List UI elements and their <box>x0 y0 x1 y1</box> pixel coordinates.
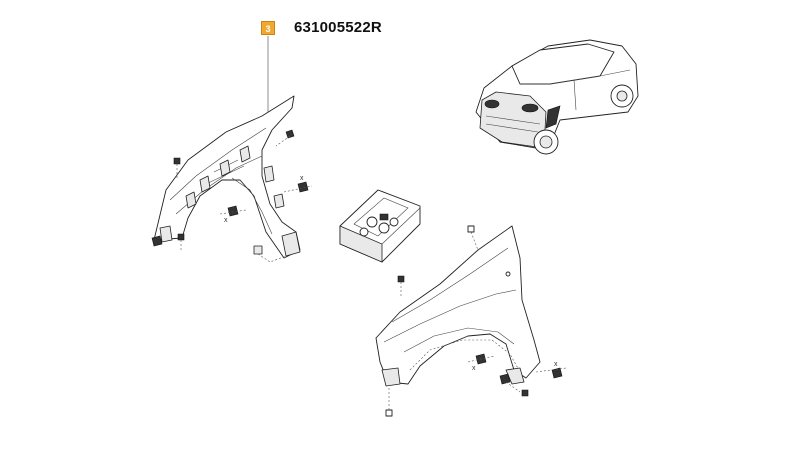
fender-icon[interactable] <box>375 225 541 387</box>
screw-icon[interactable] <box>521 389 529 397</box>
part-number-label[interactable]: 631005522R <box>294 19 382 36</box>
clip-icon[interactable]: x <box>467 353 495 372</box>
fender-liner-icon[interactable] <box>151 95 301 259</box>
clip-box-icon[interactable] <box>339 189 421 263</box>
screw-icon[interactable] <box>467 225 479 251</box>
clip-icon[interactable]: x <box>283 175 313 193</box>
screw-icon[interactable] <box>177 233 185 252</box>
marker-x: x <box>554 361 558 368</box>
clip-icon[interactable]: x <box>219 205 247 224</box>
screw-icon[interactable] <box>499 373 521 393</box>
callout-badge[interactable]: 3 <box>261 21 275 35</box>
clip-icon[interactable]: x <box>535 361 567 379</box>
marker-x: x <box>224 217 228 224</box>
screw-icon[interactable] <box>275 129 295 147</box>
car-icon[interactable] <box>475 39 639 155</box>
clip-icon[interactable] <box>253 245 287 263</box>
marker-x: x <box>472 365 476 372</box>
screw-icon[interactable] <box>397 275 405 296</box>
screw-icon[interactable] <box>173 157 181 180</box>
marker-x: x <box>300 175 304 182</box>
screw-icon[interactable] <box>385 386 393 417</box>
